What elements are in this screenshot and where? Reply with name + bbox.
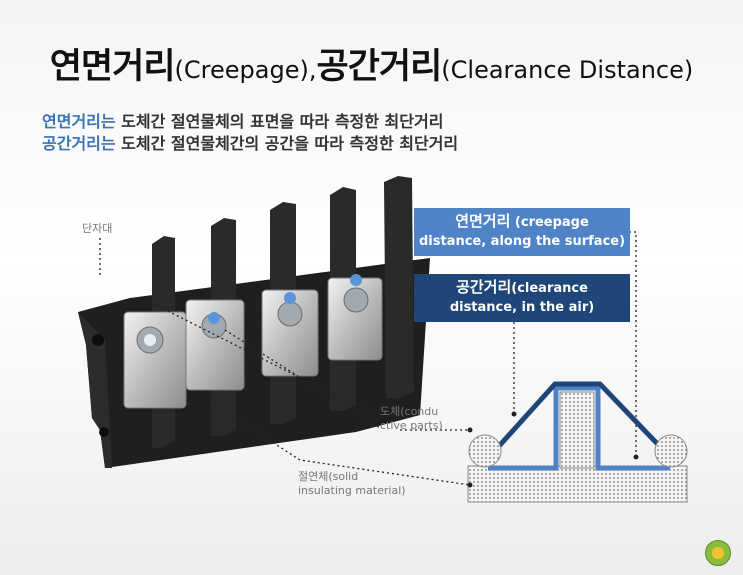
creepage-description: 연면거리는 도체간 절연물체의 표면을 따라 측정한 최단거리 — [42, 108, 443, 132]
creepage-callout-subtitle: distance, along the surface) — [418, 234, 626, 249]
clearance-description-text: 도체간 절연물체간의 공간을 따라 측정한 최단거리 — [115, 134, 459, 153]
clearance-description: 공간거리는 도체간 절연물체간의 공간을 따라 측정한 최단거리 — [42, 130, 458, 154]
conductor-label-line2: ctive parts) — [380, 419, 443, 432]
screw-terminals — [123, 274, 383, 409]
insulator-label-line1: 절연체(solid — [298, 470, 359, 483]
creepage-description-text: 도체간 절연물체의 표면을 따라 측정한 최단거리 — [115, 112, 444, 131]
clearance-callout-title: 공간거리 — [456, 278, 512, 296]
title-clearance-en: (Clearance Distance) — [441, 56, 694, 84]
creepage-callout: 연면거리 (creepage distance, along the surfa… — [414, 208, 630, 256]
clearance-callout: 공간거리(clearance distance, in the air) — [414, 274, 630, 322]
title-clearance: 공간거리 — [316, 47, 442, 87]
clearance-path — [489, 381, 670, 457]
clearance-description-key: 공간거리는 — [42, 134, 116, 153]
terminal-label: 단자대 — [82, 222, 113, 235]
clearance-callout-title-en: (clearance — [511, 281, 588, 296]
creepage-callout-title-en: (creepage — [510, 215, 589, 230]
title-creepage-en: (Creepage), — [174, 56, 317, 84]
page-title: 연면거리(Creepage),공간거리(Clearance Distance) — [0, 38, 743, 89]
conductor-right — [654, 434, 688, 468]
terminal-block-image — [78, 176, 430, 468]
logo-icon — [705, 540, 731, 566]
insulator-label-line2: insulating material) — [298, 484, 406, 497]
conductor-left — [468, 434, 502, 468]
clearance-callout-subtitle: distance, in the air) — [449, 300, 595, 315]
title-creepage: 연면거리 — [49, 47, 176, 87]
cross-section-diagram — [467, 381, 688, 503]
creepage-callout-title: 연면거리 — [455, 212, 511, 230]
conductor-label: 도체(condu ctive parts) — [380, 405, 443, 433]
insulator-label: 절연체(solid insulating material) — [298, 470, 406, 498]
conductor-label-line1: 도체(condu — [380, 405, 439, 418]
creepage-path — [488, 385, 670, 471]
creepage-description-key: 연면거리는 — [42, 112, 116, 131]
